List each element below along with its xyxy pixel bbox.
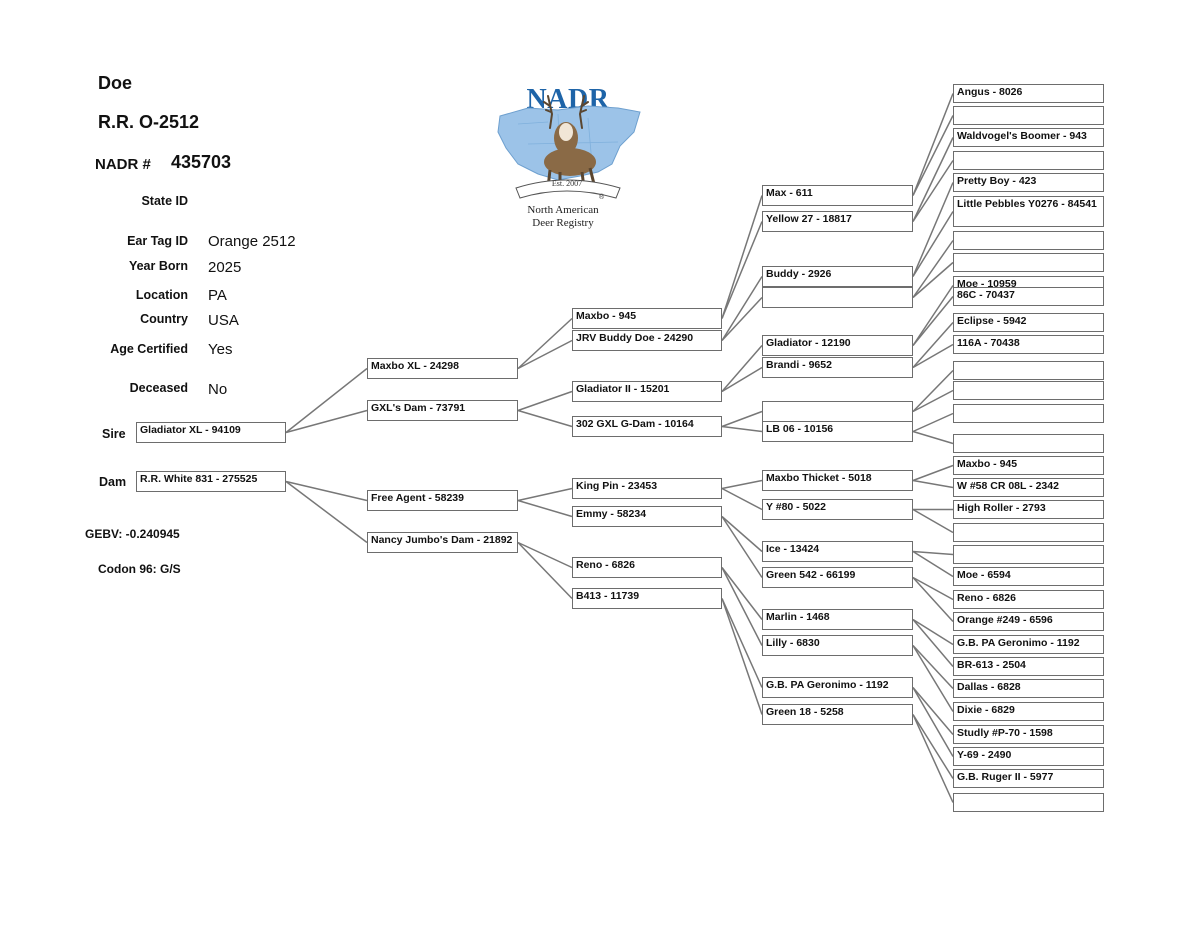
nadr-number: 435703 xyxy=(171,152,232,172)
pedigree-box-gen3-1: JRV Buddy Doe - 24290 xyxy=(572,330,722,351)
pedigree-box-gen5-15 xyxy=(953,434,1104,453)
pedigree-box-gen2-3: Nancy Jumbo's Dam - 21892 xyxy=(367,532,518,553)
age-certified-value: Yes xyxy=(208,341,233,358)
pedigree-box-gen3-6: Reno - 6826 xyxy=(572,557,722,578)
sire-label: Sire xyxy=(102,427,126,441)
pedigree-box-gen5-23: Orange #249 - 6596 xyxy=(953,612,1104,631)
ear-tag-value: Orange 2512 xyxy=(208,233,296,250)
codon-text: Codon 96: G/S xyxy=(98,562,181,576)
logo-established: Est. 2007 xyxy=(551,179,583,188)
pedigree-box-gen5-30: G.B. Ruger II - 5977 xyxy=(953,769,1104,788)
pedigree-box-gen3-0: Maxbo - 945 xyxy=(572,308,722,329)
dam-label: Dam xyxy=(99,475,127,489)
pedigree-box-gen5-0: Angus - 8026 xyxy=(953,84,1104,103)
pedigree-box-gen5-22: Reno - 6826 xyxy=(953,590,1104,609)
pedigree-box-gen5-14 xyxy=(953,404,1104,423)
pedigree-box-gen1-0: Gladiator XL - 94109 xyxy=(136,422,286,443)
pedigree-box-gen3-5: Emmy - 58234 xyxy=(572,506,722,527)
country-label: Country xyxy=(140,312,188,326)
pedigree-box-gen5-6 xyxy=(953,231,1104,250)
deceased-label: Deceased xyxy=(129,381,188,395)
deer-map-icon xyxy=(497,95,641,199)
pedigree-box-gen5-16: Maxbo - 945 xyxy=(953,456,1104,475)
pedigree-box-gen4-1: Yellow 27 - 18817 xyxy=(762,211,913,232)
pedigree-box-gen5-25: BR-613 - 2504 xyxy=(953,657,1104,676)
pedigree-box-gen4-4: Gladiator - 12190 xyxy=(762,335,913,356)
pedigree-box-gen4-7: LB 06 - 10156 xyxy=(762,421,913,442)
location-value: PA xyxy=(208,287,227,304)
logo-registered-mark: ® xyxy=(599,194,605,201)
pedigree-box-gen5-7 xyxy=(953,253,1104,272)
pedigree-box-gen5-11: 116A - 70438 xyxy=(953,335,1104,354)
pedigree-box-gen4-12: Marlin - 1468 xyxy=(762,609,913,630)
pedigree-box-gen2-2: Free Agent - 58239 xyxy=(367,490,518,511)
pedigree-box-gen2-1: GXL's Dam - 73791 xyxy=(367,400,518,421)
pedigree-box-gen5-27: Dixie - 6829 xyxy=(953,702,1104,721)
pedigree-box-gen2-0: Maxbo XL - 24298 xyxy=(367,358,518,379)
nadr-logo: NADR Est. 2007 ® North American Deer Reg… xyxy=(488,84,648,234)
pedigree-box-gen5-31 xyxy=(953,793,1104,812)
pedigree-box-gen5-3 xyxy=(953,151,1104,170)
pedigree-box-gen4-15: Green 18 - 5258 xyxy=(762,704,913,725)
pedigree-box-gen5-18: High Roller - 2793 xyxy=(953,500,1104,519)
pedigree-box-gen4-8: Maxbo Thicket - 5018 xyxy=(762,470,913,491)
pedigree-box-gen3-2: Gladiator II - 15201 xyxy=(572,381,722,402)
year-born-label: Year Born xyxy=(128,259,188,273)
nadr-number-label: NADR # xyxy=(95,156,151,173)
pedigree-box-gen4-6 xyxy=(762,401,913,422)
pedigree-box-gen4-14: G.B. PA Geronimo - 1192 xyxy=(762,677,913,698)
ear-tag-label: Ear Tag ID xyxy=(127,234,188,248)
pedigree-box-gen4-2: Buddy - 2926 xyxy=(762,266,913,287)
deceased-value: No xyxy=(208,381,228,398)
pedigree-box-gen5-17: W #58 CR 08L - 2342 xyxy=(953,478,1104,497)
state-id-label: State ID xyxy=(141,194,188,208)
pedigree-box-gen5-26: Dallas - 6828 xyxy=(953,679,1104,698)
logo-subtitle-line2: Deer Registry xyxy=(532,217,594,229)
pedigree-box-gen5-24: G.B. PA Geronimo - 1192 xyxy=(953,635,1104,654)
animal-type: Doe xyxy=(98,73,133,93)
pedigree-box-gen3-3: 302 GXL G-Dam - 10164 xyxy=(572,416,722,437)
pedigree-box-gen1-1: R.R. White 831 - 275525 xyxy=(136,471,286,492)
pedigree-box-gen4-5: Brandi - 9652 xyxy=(762,357,913,378)
pedigree-box-gen4-10: Ice - 13424 xyxy=(762,541,913,562)
pedigree-box-gen5-10: Eclipse - 5942 xyxy=(953,313,1104,332)
pedigree-box-gen5-12 xyxy=(953,361,1104,380)
pedigree-box-gen3-4: King Pin - 23453 xyxy=(572,478,722,499)
location-label: Location xyxy=(135,288,188,302)
pedigree-box-gen5-1 xyxy=(953,106,1104,125)
pedigree-box-gen5-19 xyxy=(953,523,1104,542)
year-born-value: 2025 xyxy=(208,259,242,276)
pedigree-box-gen4-0: Max - 611 xyxy=(762,185,913,206)
pedigree-box-gen5-13 xyxy=(953,381,1104,400)
gebv-text: GEBV: -0.240945 xyxy=(85,527,180,541)
animal-name: R.R. O-2512 xyxy=(98,112,200,132)
pedigree-box-gen5-20 xyxy=(953,545,1104,564)
pedigree-box-gen5-9: 86C - 70437 xyxy=(953,287,1104,306)
pedigree-box-gen4-3 xyxy=(762,287,913,308)
pedigree-box-gen5-28: Studly #P-70 - 1598 xyxy=(953,725,1104,744)
age-certified-label: Age Certified xyxy=(110,342,188,356)
pedigree-box-gen4-9: Y #80 - 5022 xyxy=(762,499,913,520)
pedigree-box-gen3-7: B413 - 11739 xyxy=(572,588,722,609)
logo-subtitle-line1: North American xyxy=(527,204,599,216)
pedigree-box-gen4-11: Green 542 - 66199 xyxy=(762,567,913,588)
pedigree-box-gen5-21: Moe - 6594 xyxy=(953,567,1104,586)
pedigree-box-gen5-5: Little Pebbles Y0276 - 84541 xyxy=(953,196,1104,227)
pedigree-box-gen4-13: Lilly - 6830 xyxy=(762,635,913,656)
pedigree-box-gen5-29: Y-69 - 2490 xyxy=(953,747,1104,766)
pedigree-box-gen5-4: Pretty Boy - 423 xyxy=(953,173,1104,192)
country-value: USA xyxy=(208,312,239,329)
pedigree-box-gen5-2: Waldvogel's Boomer - 943 xyxy=(953,128,1104,147)
